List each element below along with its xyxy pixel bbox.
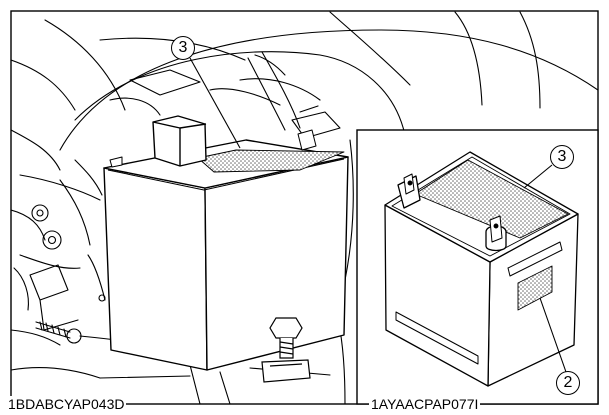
inset-figure-code: 1AYAACPAP077I <box>369 396 481 412</box>
hold-down-bolt <box>261 317 311 383</box>
leader-inset-3 <box>523 164 553 189</box>
battery-label-inset-top <box>414 159 569 239</box>
callout-inset-3: 3 <box>550 145 574 169</box>
battery-label-main <box>197 149 345 173</box>
leader-main-3 <box>189 57 241 149</box>
engine-bay-sketch <box>11 11 598 404</box>
leader-inset-2 <box>539 297 567 373</box>
battery-label-inset-side <box>517 265 553 311</box>
callout-inset-2: 2 <box>556 371 580 395</box>
main-figure-code: 1BDABCYAP043D <box>6 396 127 412</box>
callout-main-3: 3 <box>171 36 195 60</box>
battery-main <box>103 115 349 371</box>
